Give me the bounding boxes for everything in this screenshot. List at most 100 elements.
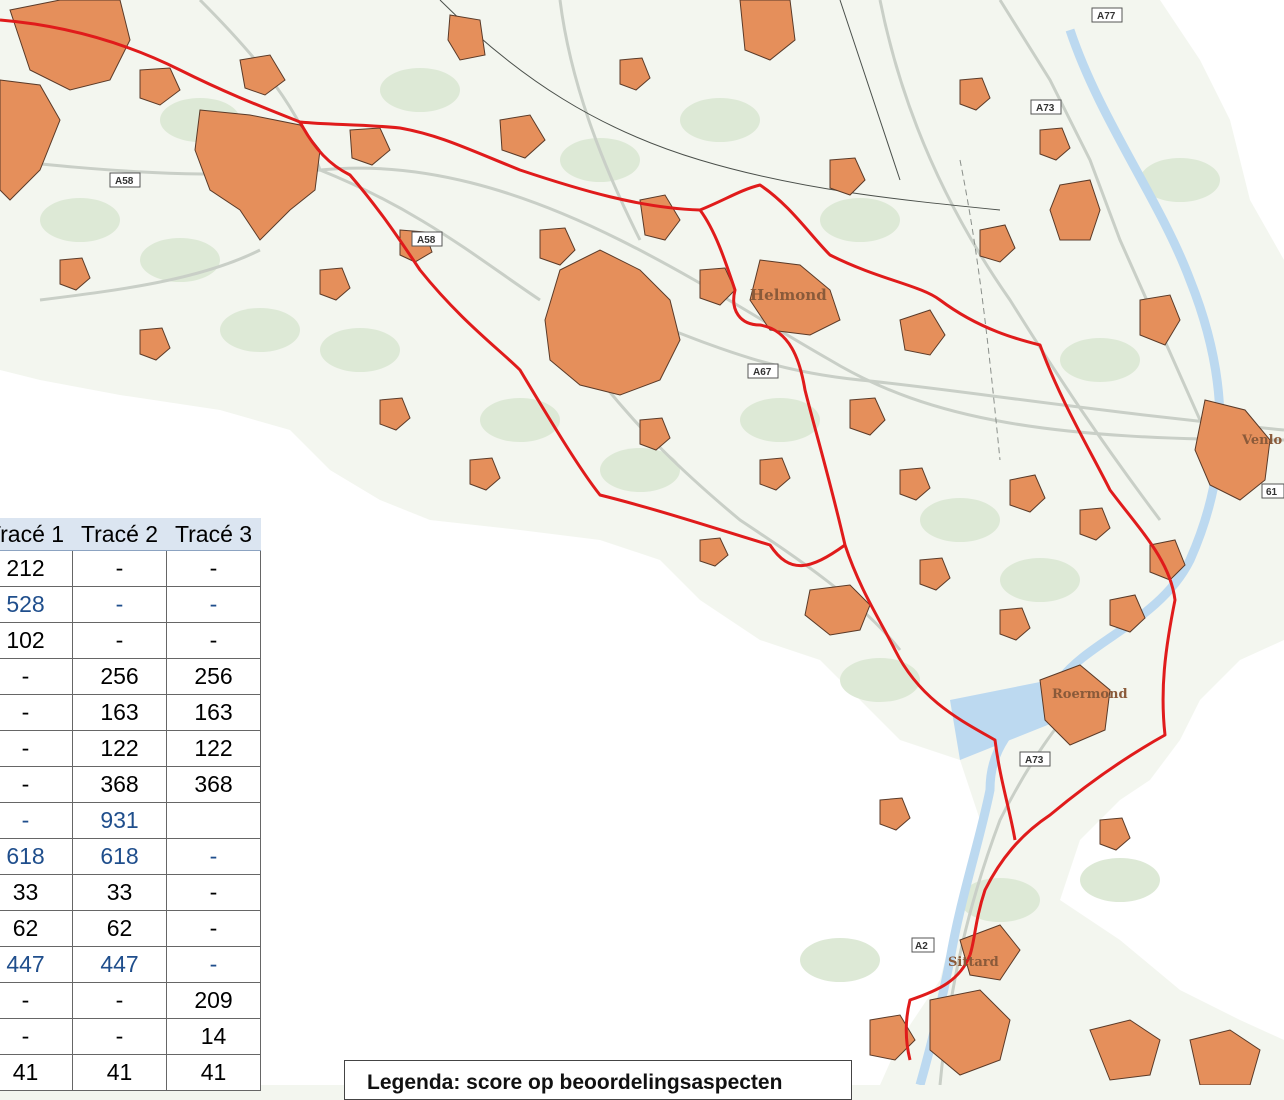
table-cell: - bbox=[0, 658, 73, 695]
table-cell: 62 bbox=[72, 910, 167, 947]
svg-text:A2: A2 bbox=[915, 941, 928, 952]
road-shield-a2: A2 bbox=[911, 937, 935, 953]
table-cell: 14 bbox=[166, 1018, 261, 1055]
road-shield-a58-east: A58 bbox=[411, 231, 443, 247]
place-label-venlo: Venlo bbox=[1241, 433, 1283, 448]
green-patch bbox=[40, 198, 120, 242]
route-trace-3 bbox=[298, 121, 846, 568]
table-cell: 33 bbox=[0, 874, 73, 911]
green-areas bbox=[40, 68, 1220, 982]
table-cell: - bbox=[72, 550, 167, 587]
table-cell: - bbox=[166, 910, 261, 947]
green-patch bbox=[1060, 338, 1140, 382]
table-row: --209 bbox=[0, 982, 261, 1019]
table-cell: - bbox=[72, 1018, 167, 1055]
table-cell: - bbox=[166, 550, 261, 587]
table-cell: - bbox=[166, 622, 261, 659]
place-label-roermond: Roermond bbox=[1052, 687, 1128, 702]
green-patch bbox=[220, 308, 300, 352]
place-label-helmond: Helmond bbox=[750, 286, 827, 304]
table-cell: 122 bbox=[72, 730, 167, 767]
route-south bbox=[904, 954, 972, 1061]
table-cell: - bbox=[166, 586, 261, 623]
table-cell: 209 bbox=[166, 982, 261, 1019]
outside-area-northeast bbox=[1160, 0, 1284, 260]
table-cell: - bbox=[72, 586, 167, 623]
green-patch bbox=[560, 138, 640, 182]
table-cell: 122 bbox=[166, 730, 261, 767]
green-patch bbox=[600, 448, 680, 492]
table-cell: 256 bbox=[72, 658, 167, 695]
table-row: -931 bbox=[0, 802, 261, 839]
road-shield-a67: A67 bbox=[747, 363, 779, 379]
road-shield-a73-north: A73 bbox=[1030, 99, 1062, 115]
river-maas bbox=[915, 28, 1225, 1085]
legend-box: Legenda: score op beoordelingsaspecten bbox=[344, 1060, 852, 1100]
table-cell: 447 bbox=[72, 946, 167, 983]
outside-area-east bbox=[1060, 640, 1284, 1040]
table-cell: 62 bbox=[0, 910, 73, 947]
route-score-table: Tracé 1 Tracé 2 Tracé 3 212--528--102---… bbox=[0, 518, 261, 1091]
green-patch bbox=[680, 98, 760, 142]
table-cell: - bbox=[72, 622, 167, 659]
table-cell: 102 bbox=[0, 622, 73, 659]
green-patch bbox=[740, 398, 820, 442]
table-header-row: Tracé 1 Tracé 2 Tracé 3 bbox=[0, 518, 261, 551]
road-shield-a73-south: A73 bbox=[1019, 751, 1051, 767]
table-cell: - bbox=[166, 874, 261, 911]
route-lines[interactable] bbox=[0, 18, 1177, 1061]
svg-text:A67: A67 bbox=[753, 367, 772, 378]
green-patch bbox=[1000, 558, 1080, 602]
green-patch bbox=[140, 238, 220, 282]
road-shield-a61: 61 bbox=[1261, 483, 1284, 499]
route-trace-1 bbox=[0, 18, 1177, 956]
urban-areas bbox=[0, 0, 1271, 1085]
table-cell: 618 bbox=[72, 838, 167, 875]
table-cell: 618 bbox=[0, 838, 73, 875]
svg-text:A73: A73 bbox=[1036, 103, 1055, 114]
table-cell: 163 bbox=[72, 694, 167, 731]
place-label-sittard: Sittard bbox=[948, 955, 999, 970]
table-cell: - bbox=[0, 730, 73, 767]
table-cell: - bbox=[166, 946, 261, 983]
column-header-trace-1: Tracé 1 bbox=[0, 518, 73, 551]
table-row: --14 bbox=[0, 1018, 261, 1055]
column-header-trace-2: Tracé 2 bbox=[72, 518, 167, 551]
table-cell: 447 bbox=[0, 946, 73, 983]
green-patch bbox=[800, 938, 880, 982]
green-patch bbox=[380, 68, 460, 112]
table-cell: - bbox=[0, 766, 73, 803]
road-shield-a58-west: A58 bbox=[109, 172, 141, 188]
svg-text:A77: A77 bbox=[1097, 11, 1116, 22]
route-trace-2 bbox=[698, 209, 1017, 841]
table-cell: 528 bbox=[0, 586, 73, 623]
svg-text:61: 61 bbox=[1266, 487, 1278, 498]
province-border bbox=[959, 159, 1001, 461]
table-cell: 33 bbox=[72, 874, 167, 911]
table-cell: 368 bbox=[72, 766, 167, 803]
green-patch bbox=[840, 658, 920, 702]
table-row: 212-- bbox=[0, 550, 261, 587]
svg-text:A58: A58 bbox=[115, 176, 134, 187]
table-cell: 931 bbox=[72, 802, 167, 839]
table-cell: 256 bbox=[166, 658, 261, 695]
table-cell: 212 bbox=[0, 550, 73, 587]
green-patch bbox=[1080, 858, 1160, 902]
table-cell: 41 bbox=[166, 1054, 261, 1091]
table-row: 528-- bbox=[0, 586, 261, 623]
railways bbox=[439, 0, 1001, 211]
green-patch bbox=[320, 328, 400, 372]
green-patch bbox=[920, 498, 1000, 542]
table-cell: - bbox=[72, 982, 167, 1019]
road-shield-a77: A77 bbox=[1091, 7, 1123, 23]
